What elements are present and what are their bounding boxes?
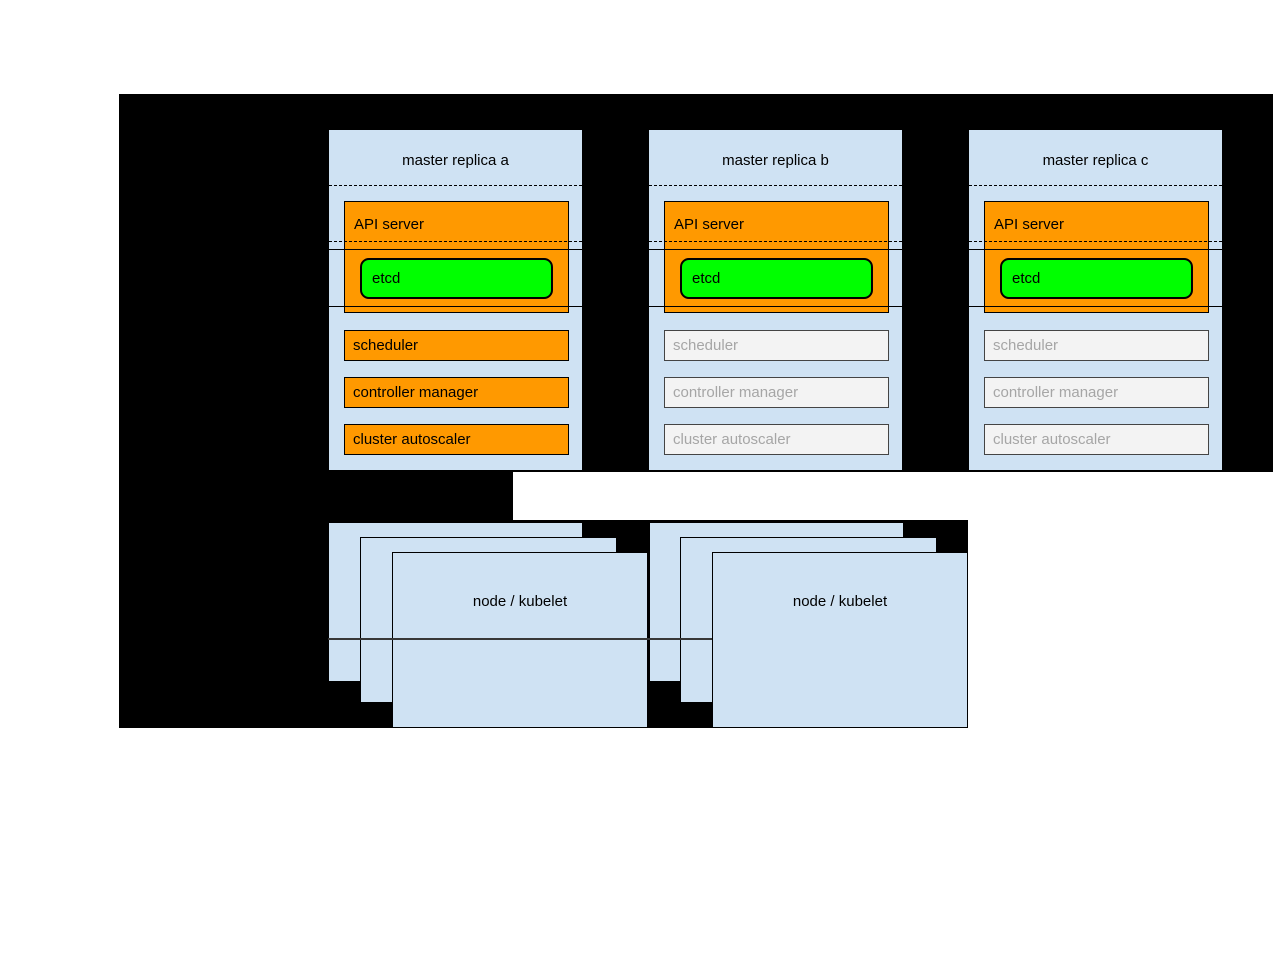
replica-title: master replica c [1042, 152, 1149, 169]
divider-dashed [969, 241, 1222, 242]
controller-manager-box: controller manager [344, 377, 569, 408]
etcd-box: etcd [1000, 258, 1193, 299]
controller-manager-label: controller manager [993, 384, 1119, 401]
master-replica-a-panel: master replica a API server etcd schedul… [328, 129, 583, 471]
replica-title: master replica b [722, 152, 829, 169]
divider-solid [329, 249, 582, 250]
divider-dashed [649, 185, 902, 186]
etcd-label: etcd [372, 270, 401, 287]
divider-dashed [329, 185, 582, 186]
controller-manager-box: controller manager [664, 377, 889, 408]
controller-manager-label: controller manager [353, 384, 479, 401]
divider-solid [329, 306, 582, 307]
master-replica-c-panel: master replica c API server etcd schedul… [968, 129, 1223, 471]
api-server-label: API server [354, 216, 425, 233]
divider-solid [969, 249, 1222, 250]
cluster-autoscaler-label: cluster autoscaler [993, 431, 1111, 448]
scheduler-label: scheduler [353, 337, 419, 354]
divider-solid [649, 306, 902, 307]
etcd-label: etcd [1012, 270, 1041, 287]
scheduler-box: scheduler [984, 330, 1209, 361]
api-server-label: API server [994, 216, 1065, 233]
cluster-autoscaler-label: cluster autoscaler [673, 431, 791, 448]
cluster-autoscaler-box: cluster autoscaler [984, 424, 1209, 455]
master-replica-b-panel: master replica b API server etcd schedul… [648, 129, 903, 471]
replica-title: master replica a [402, 152, 509, 169]
cluster-autoscaler-label: cluster autoscaler [353, 431, 471, 448]
divider-dashed [329, 241, 582, 242]
cluster-autoscaler-box: cluster autoscaler [344, 424, 569, 455]
controller-manager-label: controller manager [673, 384, 799, 401]
etcd-box: etcd [360, 258, 553, 299]
redaction-block-middle-left [119, 472, 513, 520]
scheduler-label: scheduler [673, 337, 739, 354]
etcd-label: etcd [692, 270, 721, 287]
node-kubelet-label: node / kubelet [792, 593, 888, 610]
divider-dashed [649, 241, 902, 242]
cluster-autoscaler-box: cluster autoscaler [664, 424, 889, 455]
scheduler-box: scheduler [664, 330, 889, 361]
node-kubelet-label: node / kubelet [472, 593, 568, 610]
scheduler-label: scheduler [993, 337, 1059, 354]
etcd-box: etcd [680, 258, 873, 299]
divider-dashed [969, 185, 1222, 186]
divider-solid [649, 249, 902, 250]
scheduler-box: scheduler [344, 330, 569, 361]
node-stack1-front-box: node / kubelet [392, 552, 648, 728]
node-connector-line [328, 638, 712, 640]
controller-manager-box: controller manager [984, 377, 1209, 408]
divider-solid [969, 306, 1222, 307]
api-server-label: API server [674, 216, 745, 233]
node-stack2-front-box: node / kubelet [712, 552, 968, 728]
